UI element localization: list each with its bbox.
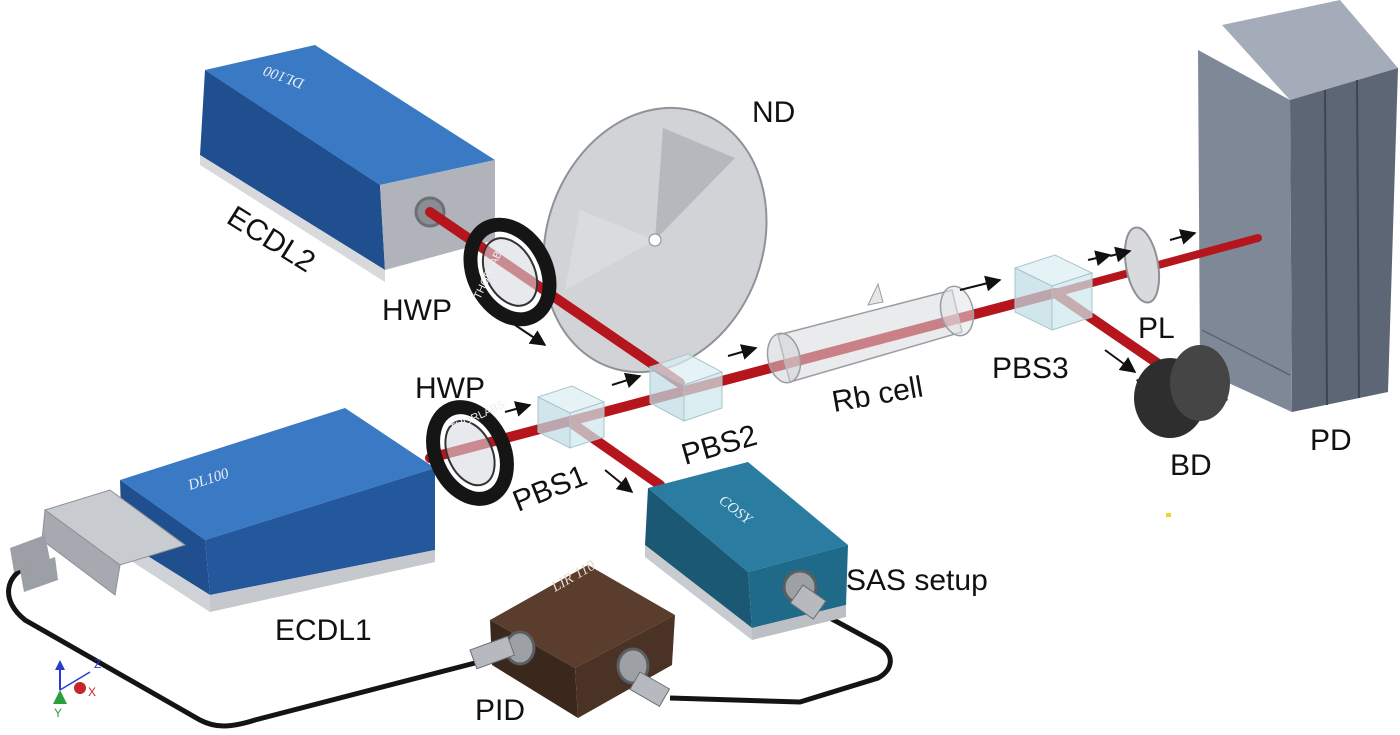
pid-bnc-left	[469, 630, 536, 670]
axis-y-label: Y	[54, 706, 62, 720]
beam-direction-arrows	[504, 229, 1197, 494]
label-ecdl1: ECDL1	[275, 614, 372, 647]
pbs2-cube	[648, 353, 724, 422]
ecdl1-laser: DL100	[120, 408, 435, 612]
arrow-pbs1-to-pbs2	[611, 372, 642, 389]
pid-bnc-right	[616, 647, 671, 708]
arrow-pl-to-pd	[1169, 229, 1197, 245]
polarizer	[1123, 226, 1161, 304]
pbs1-cube	[536, 385, 606, 449]
label-pid: PID	[475, 694, 525, 727]
axis-z-label: Z	[94, 657, 101, 671]
arrow-pbs2-to-rbcell	[727, 344, 758, 360]
rb-cell	[766, 282, 975, 384]
arrow-pbs3-to-pl-2	[1109, 246, 1132, 263]
label-pbs1: PBS1	[508, 459, 591, 518]
label-hwp-top: HWP	[382, 294, 452, 327]
sas-bnc-connector	[782, 569, 827, 620]
pid-box: LIR 110	[469, 558, 675, 718]
label-pl: PL	[1138, 312, 1175, 345]
arrow-pbs3-to-pl-1	[1087, 250, 1112, 266]
arrow-pbs3-to-bd	[1104, 349, 1137, 373]
label-sas-setup: SAS setup	[846, 564, 988, 597]
beam-dump	[1134, 345, 1230, 438]
hwp-top-mount: THORLABS	[463, 217, 557, 327]
photodetector	[1198, 0, 1398, 412]
cable-ecdl1-to-pid	[6, 562, 476, 729]
sas-setup-box: COSY	[645, 462, 848, 640]
label-rb-cell: Rb cell	[829, 370, 925, 418]
arrow-into-pbs1	[504, 401, 532, 417]
marker-dot	[1166, 513, 1171, 517]
cable-sas-to-pid	[669, 615, 893, 705]
arrow-rbcell-to-pbs3	[959, 275, 1002, 292]
db-connector	[10, 489, 187, 596]
axis-x-label: X	[88, 685, 96, 699]
label-pbs3: PBS3	[992, 352, 1069, 385]
label-nd: ND	[752, 96, 795, 129]
label-bd: BD	[1170, 449, 1212, 482]
nd-filter-wheel	[542, 106, 768, 374]
cables	[6, 562, 893, 729]
pbs3-cube	[1013, 254, 1094, 331]
label-pd: PD	[1310, 424, 1352, 457]
arrow-pbs1-to-sas	[604, 469, 634, 494]
axis-triad: Z X Y	[53, 657, 101, 720]
label-hwp-bottom: HWP	[415, 372, 485, 405]
ecdl2-laser: DL100	[200, 45, 495, 282]
arrow-hwp-top-to-nd	[514, 324, 547, 346]
